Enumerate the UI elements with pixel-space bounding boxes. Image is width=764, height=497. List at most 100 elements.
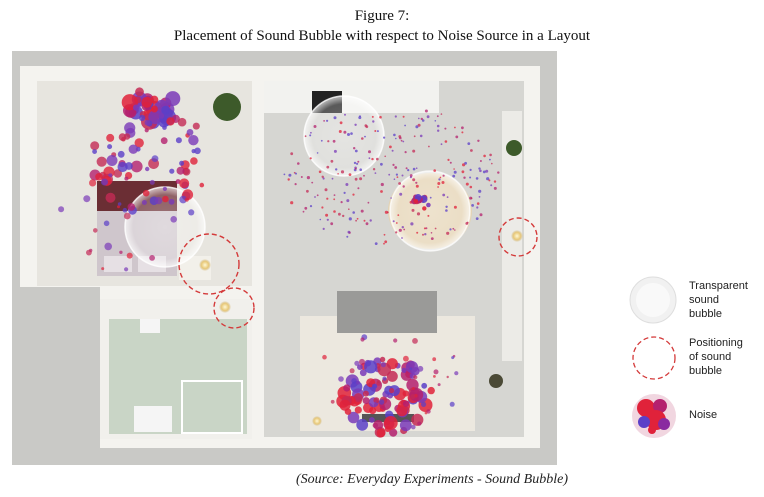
noise-particle xyxy=(418,117,420,120)
noise-particle xyxy=(290,201,294,205)
bath-sink xyxy=(134,406,172,432)
noise-blob-icon xyxy=(632,394,676,438)
noise-particle xyxy=(124,267,129,272)
noise-particle xyxy=(447,158,450,161)
noise-particle xyxy=(454,126,456,129)
noise-particle xyxy=(478,196,481,198)
noise-particle xyxy=(326,218,329,221)
noise-particle xyxy=(364,360,378,374)
noise-particle xyxy=(188,135,199,146)
noise-particle xyxy=(339,121,343,125)
noise-particle xyxy=(322,177,325,180)
noise-particle xyxy=(106,133,115,142)
noise-particle xyxy=(497,171,500,174)
noise-particle xyxy=(397,214,400,217)
noise-particle xyxy=(417,123,421,127)
noise-particle xyxy=(401,226,404,229)
noise-particle xyxy=(86,249,92,256)
noise-particle xyxy=(359,177,363,181)
noise-particle xyxy=(327,140,330,143)
noise-particle xyxy=(367,201,370,204)
noise-particle xyxy=(330,399,335,404)
noise-particle xyxy=(309,157,312,160)
noise-particle xyxy=(168,198,175,205)
noise-particle xyxy=(461,170,465,174)
noise-particle xyxy=(123,212,131,220)
noise-particle xyxy=(482,170,486,174)
noise-particle xyxy=(354,149,358,153)
noise-particle xyxy=(437,186,439,188)
noise-particle xyxy=(393,133,396,137)
noise-particle xyxy=(426,115,430,119)
noise-particle xyxy=(347,411,360,424)
noise-particle xyxy=(117,205,120,209)
noise-particle xyxy=(446,196,449,199)
noise-particle xyxy=(493,186,497,190)
noise-particle xyxy=(388,385,400,397)
noise-particle xyxy=(421,119,425,122)
noise-particle xyxy=(399,419,412,432)
noise-particle xyxy=(314,196,316,198)
noise-particle xyxy=(405,167,408,170)
noise-particle xyxy=(475,217,479,221)
noise-particle xyxy=(424,411,428,415)
noise-particle xyxy=(415,181,418,184)
noise-particle xyxy=(383,242,385,245)
noise-particle xyxy=(117,161,128,173)
noise-particle xyxy=(422,206,427,211)
noise-particle xyxy=(323,120,325,122)
noise-particle xyxy=(409,174,413,177)
noise-particle xyxy=(469,185,473,189)
noise-particle xyxy=(162,195,169,203)
noise-particle xyxy=(413,199,419,204)
noise-particle xyxy=(108,173,113,178)
noise-particle xyxy=(326,197,329,200)
noise-particle xyxy=(179,195,187,204)
noise-particle xyxy=(445,209,448,212)
noise-particle xyxy=(347,230,351,234)
noise-particle xyxy=(486,177,490,181)
noise-particle xyxy=(372,168,376,171)
legend-label-noise: Noise xyxy=(689,409,718,421)
noise-particle xyxy=(365,125,369,129)
noise-particle xyxy=(360,209,364,213)
noise-particle xyxy=(144,128,149,133)
noise-particle xyxy=(333,210,336,213)
noise-particle xyxy=(371,157,374,161)
noise-particle xyxy=(338,376,344,382)
noise-particle xyxy=(309,205,313,208)
noise-particle xyxy=(290,152,294,156)
noise-particle xyxy=(342,214,345,218)
noise-particle xyxy=(331,177,334,180)
noise-particle xyxy=(426,409,431,414)
noise-particle xyxy=(113,169,123,178)
noise-particle xyxy=(407,169,410,172)
noise-particle xyxy=(333,194,336,197)
noise-particle xyxy=(429,196,432,199)
noise-particle xyxy=(330,222,334,226)
noise-particle xyxy=(162,186,167,191)
noise-particle xyxy=(410,394,416,400)
noise-particle xyxy=(352,211,356,214)
noise-particle xyxy=(126,252,133,259)
legend-label-transparent: Transparent sound bubble xyxy=(689,280,748,320)
noise-particle xyxy=(316,152,319,154)
noise-particle xyxy=(154,196,163,205)
noise-particle xyxy=(455,135,459,139)
noise-particle xyxy=(479,169,482,173)
noise-particle xyxy=(384,426,391,432)
noise-particle xyxy=(358,116,362,120)
noise-particle xyxy=(376,157,379,161)
noise-particle xyxy=(344,113,346,116)
noise-particle xyxy=(380,190,383,193)
noise-particle xyxy=(363,174,365,177)
noise-particle xyxy=(425,227,428,230)
noise-particle xyxy=(372,120,375,123)
noise-particle xyxy=(427,386,435,395)
noise-particle xyxy=(330,159,334,163)
noise-particle xyxy=(463,176,466,179)
noise-particle xyxy=(158,113,165,119)
noise-particle xyxy=(372,383,378,389)
figure-number: Figure 7: xyxy=(354,8,410,24)
noise-particle xyxy=(383,233,386,236)
